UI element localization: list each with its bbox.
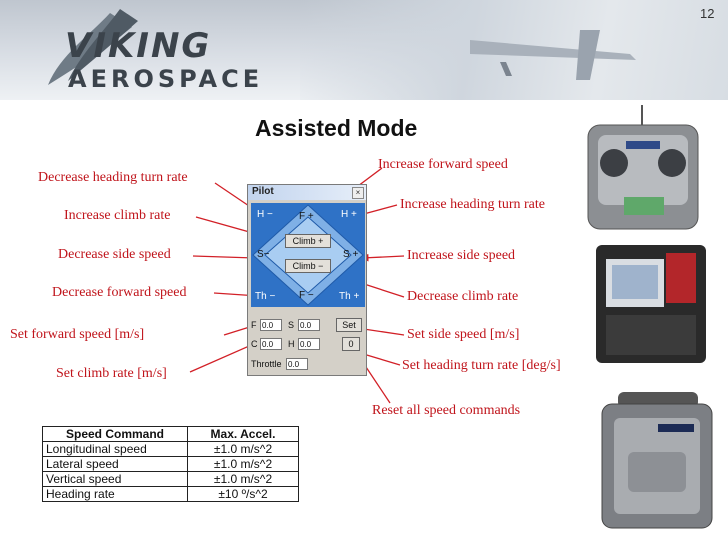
arrow-decrease-side xyxy=(192,253,258,262)
pilot-titlebar[interactable]: Pilot × xyxy=(248,185,366,200)
h-plus-button[interactable]: H + xyxy=(341,209,357,220)
ground-station-case-photo xyxy=(596,245,706,363)
table-cell: Lateral speed xyxy=(42,456,188,472)
table-row: Heading rate ±10 º/s^2 xyxy=(42,486,299,502)
speed-command-table: Speed Command Max. Accel. Longitudinal s… xyxy=(42,426,299,502)
set-button[interactable]: Set xyxy=(336,318,362,332)
throttle-label: Throttle xyxy=(251,359,282,369)
callout-set-side-speed: Set side speed [m/s] xyxy=(407,327,520,342)
climb-rate-input[interactable]: 0.0 xyxy=(260,338,282,350)
logo-word-viking: VIKING xyxy=(65,26,211,66)
table-cell: Vertical speed xyxy=(42,471,188,487)
table-cell: ±10 º/s^2 xyxy=(187,486,299,502)
callout-decrease-climb-rate: Decrease climb rate xyxy=(407,289,519,304)
close-icon[interactable]: × xyxy=(352,187,364,199)
table-cell: ±1.0 m/s^2 xyxy=(187,456,299,472)
callout-increase-climb-rate: Increase climb rate xyxy=(64,208,171,223)
heading-rate-input[interactable]: 0.0 xyxy=(298,338,320,350)
viking-aerospace-logo: VIKING AEROSPACE xyxy=(20,5,300,97)
callout-decrease-heading-turn-rate: Decrease heading turn rate xyxy=(38,170,188,185)
f-minus-button[interactable]: F − xyxy=(299,290,314,301)
callout-increase-heading-turn-rate: Increase heading turn rate xyxy=(400,197,545,212)
table-header-row: Speed Command Max. Accel. xyxy=(42,426,299,442)
climb-minus-button[interactable]: Climb − xyxy=(285,259,331,273)
callout-increase-side-speed: Increase side speed xyxy=(407,248,516,263)
table-row: Vertical speed ±1.0 m/s^2 xyxy=(42,471,299,487)
page-title: Assisted Mode xyxy=(255,115,418,141)
throttle-input[interactable]: 0.0 xyxy=(286,358,308,370)
logo-word-aerospace: AEROSPACE xyxy=(68,65,263,93)
arrow-increase-side xyxy=(360,253,405,262)
h-field-label: H xyxy=(288,339,295,349)
pilot-title: Pilot xyxy=(252,186,274,197)
table-cell: ±1.0 m/s^2 xyxy=(187,441,299,457)
c-field-label: C xyxy=(251,339,258,349)
callout-reset-all-speed-commands: Reset all speed commands xyxy=(372,403,521,418)
s-plus-button[interactable]: S + xyxy=(343,249,359,260)
table-cell: ±1.0 m/s^2 xyxy=(187,471,299,487)
rugged-laptop-photo xyxy=(598,392,716,532)
pilot-window: Pilot × H − H + F + F − S− S + Th − Th +… xyxy=(247,184,367,376)
f-field-label: F xyxy=(251,320,257,330)
th-minus-button[interactable]: Th − xyxy=(255,291,276,302)
th-plus-button[interactable]: Th + xyxy=(339,291,360,302)
aircraft-photo xyxy=(300,0,728,100)
table-header: Speed Command xyxy=(42,426,188,442)
callout-set-climb-rate: Set climb rate [m/s] xyxy=(56,366,167,381)
table-header: Max. Accel. xyxy=(187,426,299,442)
f-plus-button[interactable]: F + xyxy=(299,211,314,222)
header-banner xyxy=(0,0,728,100)
control-diamond: H − H + F + F − S− S + Th − Th + Climb +… xyxy=(251,203,365,307)
table-row: Longitudinal speed ±1.0 m/s^2 xyxy=(42,441,299,457)
callout-decrease-forward-speed: Decrease forward speed xyxy=(52,285,187,300)
callout-set-heading-turn-rate: Set heading turn rate [deg/s] xyxy=(402,358,561,373)
climb-plus-button[interactable]: Climb + xyxy=(285,234,331,248)
side-speed-input[interactable]: 0.0 xyxy=(298,319,320,331)
callout-increase-forward-speed: Increase forward speed xyxy=(378,157,508,172)
rc-transmitter-photo xyxy=(584,105,702,231)
s-minus-button[interactable]: S− xyxy=(257,249,270,260)
table-cell: Heading rate xyxy=(42,486,188,502)
s-field-label: S xyxy=(288,320,295,330)
h-minus-button[interactable]: H − xyxy=(257,209,273,220)
table-cell: Longitudinal speed xyxy=(42,441,188,457)
callout-decrease-side-speed: Decrease side speed xyxy=(58,247,171,262)
callout-set-forward-speed: Set forward speed [m/s] xyxy=(10,327,145,342)
reset-zero-button[interactable]: 0 xyxy=(342,337,360,351)
forward-speed-input[interactable]: 0.0 xyxy=(260,319,282,331)
page-number: 12 xyxy=(700,6,715,21)
table-row: Lateral speed ±1.0 m/s^2 xyxy=(42,456,299,472)
arrow-set-climb xyxy=(189,342,258,373)
